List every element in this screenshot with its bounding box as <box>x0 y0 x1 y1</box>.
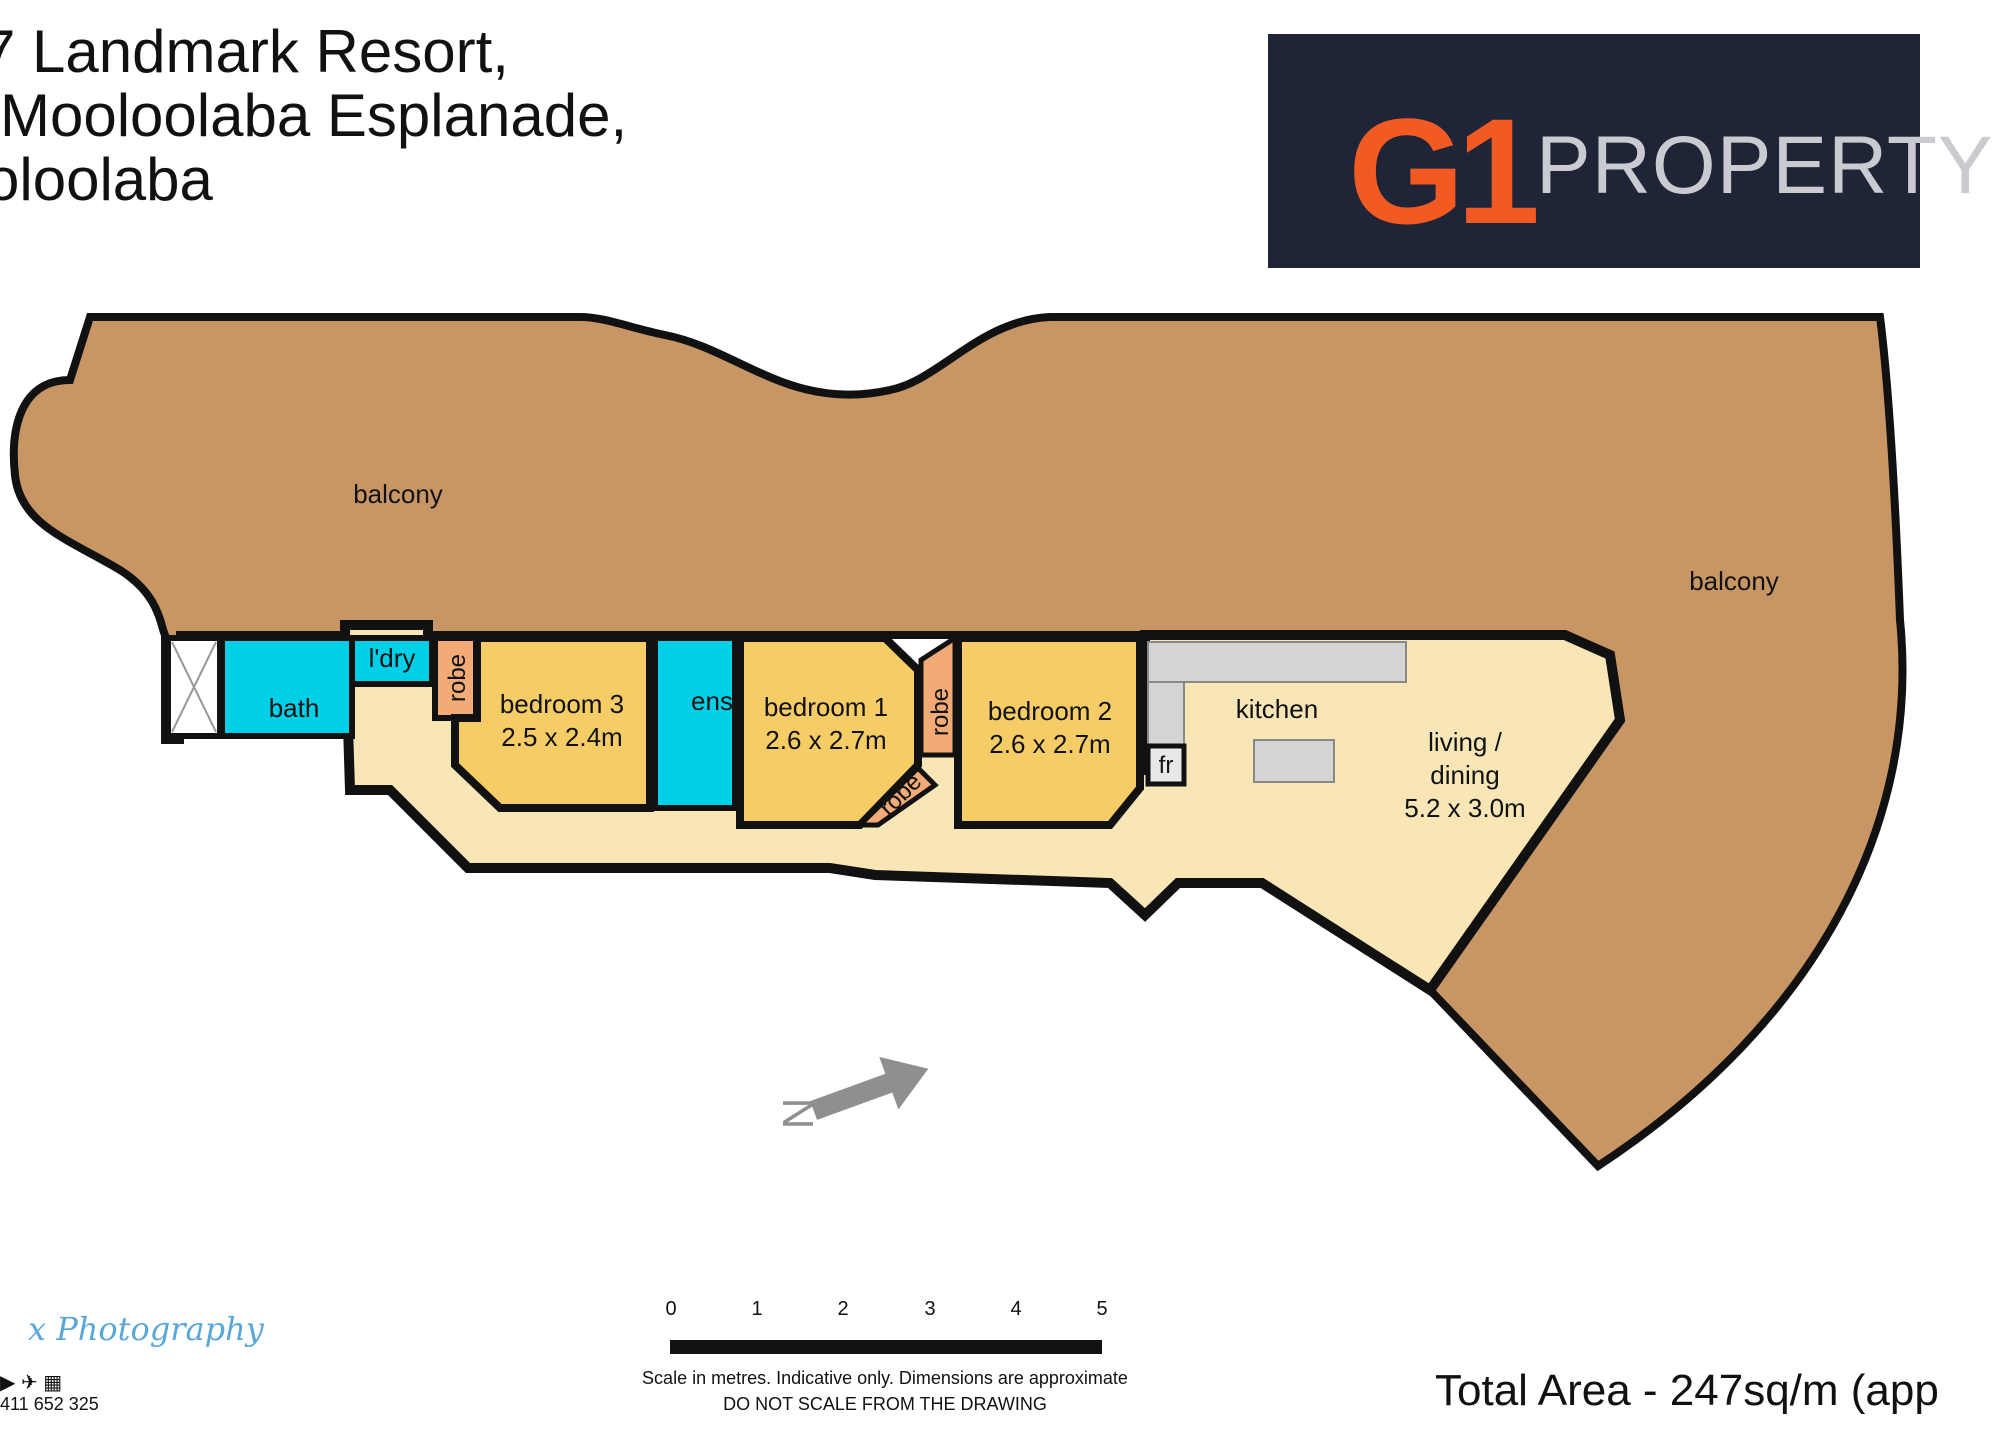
balcony-label-right: balcony <box>1689 566 1779 596</box>
photographer-phone: 411 652 325 <box>0 1394 99 1414</box>
logo-wordmark: PROPERTY <box>1536 120 1994 211</box>
address-line-3: oloolaba <box>0 146 213 213</box>
bedroom-3-dims: 2.5 x 2.4m <box>501 722 622 752</box>
laundry-label: l'dry <box>369 643 416 673</box>
robe-label-3: robe <box>444 654 471 702</box>
balcony-area <box>9 313 1907 1172</box>
bedroom-1-name: bedroom 1 <box>764 692 888 722</box>
scale-bar <box>670 1340 1102 1354</box>
kitchen-bench-top <box>1147 641 1407 683</box>
address-line-2: Mooloolaba Esplanade, <box>0 82 628 149</box>
north-arrow-label: N <box>774 1098 823 1130</box>
scale-tick-2: 2 <box>837 1298 849 1320</box>
robe-bedroom-1 <box>853 764 939 828</box>
photographer-credit: x Photography ▶ ✈ ▦ 411 652 325 <box>0 1310 264 1420</box>
g1-property-logo: G1 PROPERTY <box>1268 34 1993 268</box>
scale-bar-group: 0 1 2 3 4 5 Scale in metres. Indicative … <box>620 1298 1160 1418</box>
living-dims: 5.2 x 3.0m <box>1404 793 1525 823</box>
bedroom-2-name: bedroom 2 <box>988 696 1112 726</box>
total-area: Total Area - 247sq/m (app <box>1435 1366 1939 1415</box>
living-label-1: living / <box>1428 727 1502 757</box>
bedroom-1-dims: 2.6 x 2.7m <box>765 725 886 755</box>
photographer-logo: x Photography <box>28 1310 264 1348</box>
logo-mark: G1 <box>1348 87 1540 255</box>
kitchen-label: kitchen <box>1236 694 1318 724</box>
scale-tick-0: 0 <box>665 1298 677 1320</box>
floor-plan: balcony balcony bath l'dry robe bedroom … <box>9 313 1907 1172</box>
bedroom-3 <box>451 634 654 812</box>
bedroom-2-dims: 2.6 x 2.7m <box>989 729 1110 759</box>
scale-tick-4: 4 <box>1010 1298 1022 1320</box>
scale-tick-1: 1 <box>751 1298 763 1320</box>
scale-note-2: DO NOT SCALE FROM THE DRAWING <box>723 1394 1047 1414</box>
bath-label: bath <box>269 693 320 723</box>
scale-note-1: Scale in metres. Indicative only. Dimens… <box>642 1368 1128 1388</box>
ensuite-label: ens <box>691 686 733 716</box>
scale-tick-3: 3 <box>924 1298 936 1320</box>
bath-room <box>219 635 355 739</box>
shower-cross-b <box>171 641 217 733</box>
balcony-label-left: balcony <box>353 479 443 509</box>
robe-label-2: robe <box>927 688 954 736</box>
north-arrow: N <box>774 1056 929 1130</box>
camera-drone-icons: ▶ ✈ ▦ <box>0 1372 63 1394</box>
scale-tick-5: 5 <box>1096 1298 1108 1320</box>
kitchen-island <box>1253 739 1335 783</box>
address-line-1: 7 Landmark Resort, <box>0 18 509 85</box>
fridge-space <box>1145 743 1187 787</box>
address-block: 7 Landmark Resort, Mooloolaba Esplanade,… <box>0 20 627 212</box>
fridge-label: fr <box>1159 752 1174 779</box>
north-arrow-shape <box>810 1056 929 1120</box>
ensuite-room <box>652 635 738 811</box>
living-label-2: dining <box>1430 760 1499 790</box>
bedroom-2 <box>954 634 1144 829</box>
bedroom-3-name: bedroom 3 <box>500 689 624 719</box>
